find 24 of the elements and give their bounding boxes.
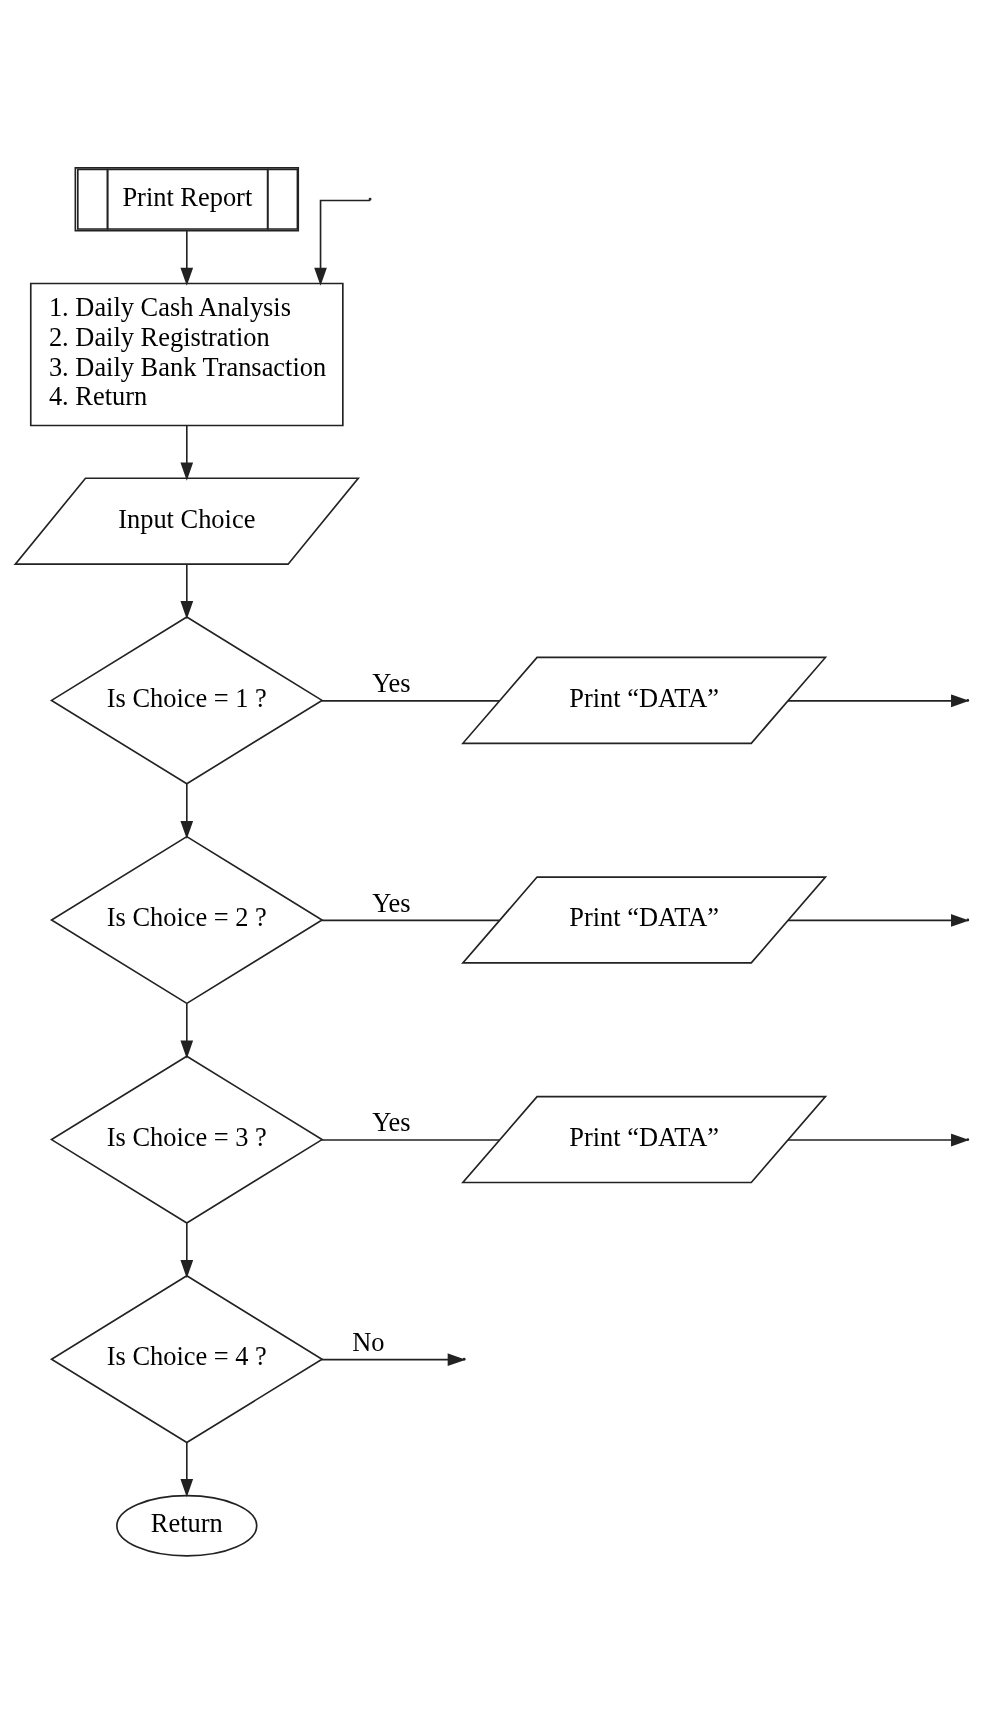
arrow	[313, 199, 371, 286]
node-diamond: Is Choice = 4 ?	[49, 1274, 324, 1444]
arrow	[320, 1353, 466, 1366]
connector	[320, 1139, 500, 1141]
edge-label: Yes	[371, 1107, 411, 1138]
arrow	[179, 1442, 193, 1498]
arrow	[179, 1222, 193, 1279]
arrow	[179, 563, 193, 620]
node-box: 1. Daily Cash Analysis 2. Daily Registration 3. Daily Bank Transaction 4. Return	[29, 282, 344, 427]
arrow	[786, 694, 969, 708]
arrow	[179, 424, 193, 481]
edge-label: No	[351, 1327, 385, 1358]
node-diamond: Is Choice = 3 ?	[49, 1055, 324, 1224]
arrow	[786, 1133, 969, 1147]
connector	[320, 700, 500, 702]
connector	[320, 919, 500, 922]
node-ellipse: Return	[115, 1494, 258, 1557]
node-diamond: Is Choice = 2 ?	[49, 835, 324, 1005]
arrow	[179, 1002, 193, 1059]
edge-label: Yes	[371, 887, 411, 918]
edge-label: Yes	[371, 668, 411, 699]
arrow	[179, 783, 193, 840]
node-diamond: Is Choice = 1 ?	[49, 616, 324, 785]
arrow	[179, 229, 193, 286]
